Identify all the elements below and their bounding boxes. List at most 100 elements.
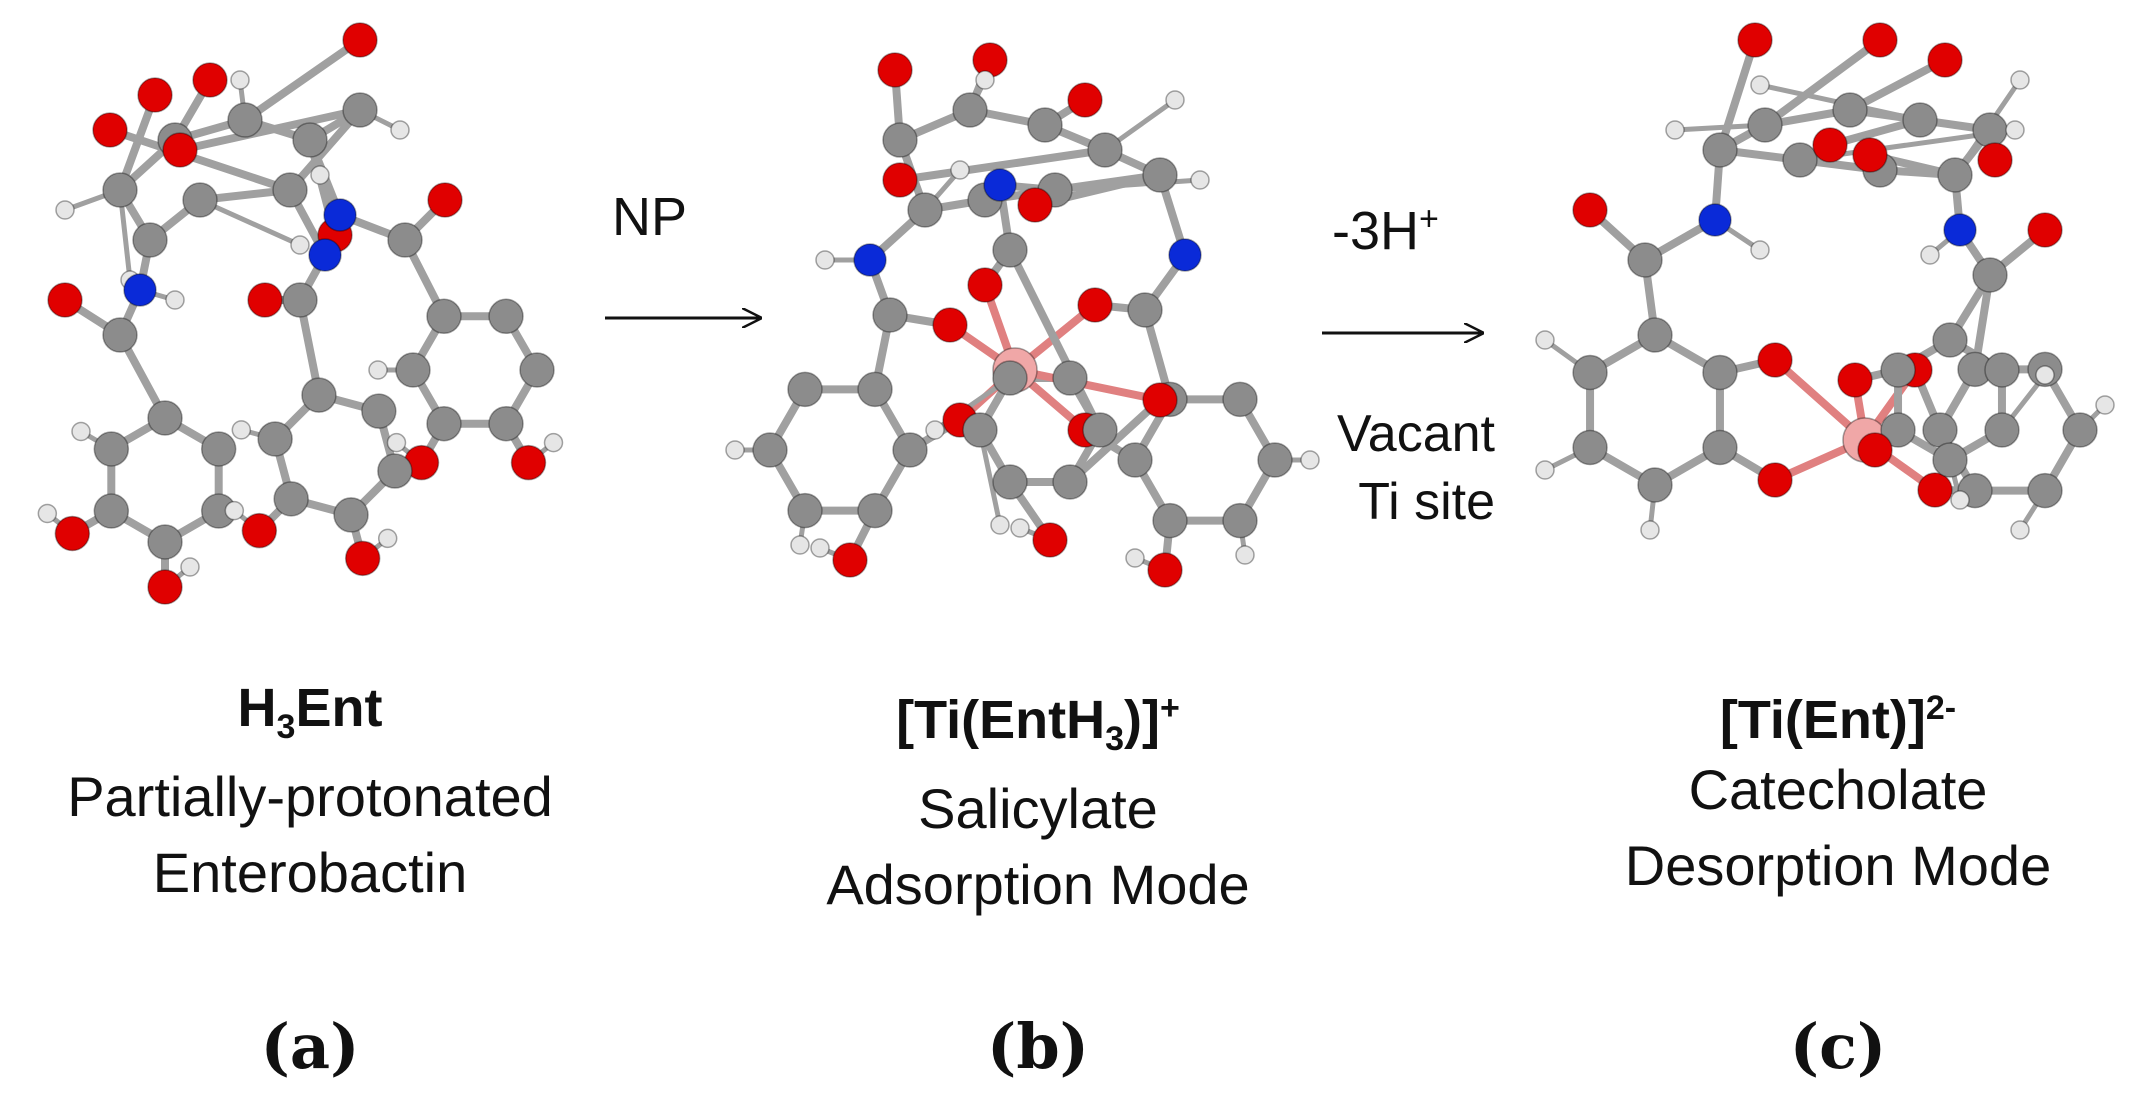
atom-h xyxy=(990,515,1010,535)
atom-c xyxy=(2027,472,2063,509)
atom-h xyxy=(810,538,830,558)
atom-c xyxy=(857,371,893,408)
atom-c xyxy=(1087,132,1123,168)
atom-o xyxy=(1737,22,1773,58)
bond xyxy=(1011,366,1164,404)
atom-h xyxy=(55,200,75,220)
atom-c xyxy=(787,371,823,408)
atom-c xyxy=(952,92,988,128)
atom-c xyxy=(787,492,823,529)
panel-label-a: (a) xyxy=(260,1010,360,1083)
atom-h xyxy=(975,70,995,90)
atom-o xyxy=(1147,552,1183,588)
arrow-label-deprotonation: -3H+ xyxy=(1332,200,1439,262)
atom-o xyxy=(241,512,278,549)
atom-h xyxy=(2035,365,2055,385)
caption-a-line2: Enterobactin xyxy=(152,840,468,904)
atom-c xyxy=(182,182,218,218)
compound-name-b: [Ti(EntH3)]+ xyxy=(688,676,1388,771)
caption-c: [Ti(Ent)]2- Catecholate Desorption Mode xyxy=(1488,676,2155,904)
atom-o xyxy=(1917,472,1953,508)
atom-c xyxy=(1117,442,1153,478)
atom-n xyxy=(853,243,887,277)
atom-n xyxy=(983,168,1017,202)
atom-o xyxy=(1757,462,1793,498)
molecule-c-ti-ent xyxy=(1535,22,2115,540)
bond xyxy=(197,197,303,248)
atom-c xyxy=(147,524,183,560)
atom-o xyxy=(344,540,381,577)
atom-c xyxy=(488,405,524,442)
atom-h xyxy=(390,120,410,140)
atom-c xyxy=(147,400,183,436)
atom-c xyxy=(992,464,1028,500)
atom-o xyxy=(832,542,868,578)
atom-h xyxy=(1950,490,1970,510)
atom-h xyxy=(1190,170,1210,190)
atom-c xyxy=(395,352,431,388)
atom-o xyxy=(877,52,913,88)
atom-h xyxy=(1165,90,1185,110)
atom-o xyxy=(247,282,283,318)
atom-c xyxy=(1052,360,1088,396)
atom-c xyxy=(992,360,1028,396)
atom-h xyxy=(1235,545,1255,565)
caption-b-line1: Salicylate xyxy=(918,776,1158,840)
atom-h xyxy=(180,557,200,577)
atom-o xyxy=(1067,82,1103,118)
caption-a: H3Ent Partially-protonated Enterobactin xyxy=(0,676,660,911)
atom-o xyxy=(1032,522,1068,558)
vacant-ti-site-label: Vacant Ti site xyxy=(1280,400,1495,536)
atom-h xyxy=(815,250,835,270)
panel-label-b: (b) xyxy=(986,1010,1090,1083)
atom-c xyxy=(1637,317,1673,353)
atom-c xyxy=(257,421,293,457)
atom-c xyxy=(1972,112,2008,148)
atom-n xyxy=(308,238,342,272)
atom-h xyxy=(1665,120,1685,140)
atom-h xyxy=(368,360,388,380)
atom-h xyxy=(231,420,252,440)
caption-b-line2: Adsorption Mode xyxy=(826,852,1250,916)
atom-c xyxy=(1572,429,1608,466)
bond xyxy=(896,146,1109,184)
atom-o xyxy=(1572,192,1608,228)
atom-c xyxy=(892,432,928,468)
name-sub: 3 xyxy=(276,707,296,746)
atom-c xyxy=(426,405,462,442)
name-end: Ent xyxy=(295,678,383,738)
atom-o xyxy=(147,569,183,605)
atom-c xyxy=(1142,157,1178,193)
atom-o xyxy=(1837,362,1873,398)
atom-o xyxy=(427,182,463,218)
atom-c xyxy=(102,172,138,208)
atom-n xyxy=(1168,238,1202,272)
name-main: H xyxy=(237,678,277,738)
atom-c xyxy=(426,298,462,335)
atom-n xyxy=(1943,213,1977,247)
atom-c xyxy=(361,393,397,429)
arrow-label-sup: + xyxy=(1419,200,1439,238)
atom-c xyxy=(342,92,378,128)
atom-o xyxy=(192,62,228,98)
atom-c xyxy=(1782,142,1818,178)
atom-c xyxy=(272,172,308,208)
atom-c xyxy=(962,412,998,448)
compound-name-c: [Ti(Ent)]2- xyxy=(1488,676,2155,752)
atom-h xyxy=(543,432,564,453)
atom-o xyxy=(1757,342,1793,378)
caption-a-line1: Partially-protonated xyxy=(67,764,553,828)
atom-c xyxy=(882,122,918,158)
atom-h xyxy=(1535,460,1555,480)
bond xyxy=(1066,396,1164,486)
atom-h xyxy=(1535,330,1555,350)
atom-h xyxy=(950,160,970,180)
atom-h xyxy=(725,440,745,460)
atom-o xyxy=(1977,142,2013,178)
atom-h xyxy=(2005,120,2025,140)
atom-h xyxy=(1640,520,1660,540)
name-sub: 3 xyxy=(1105,719,1125,758)
atom-h xyxy=(790,535,810,555)
atom-c xyxy=(1972,257,2008,293)
